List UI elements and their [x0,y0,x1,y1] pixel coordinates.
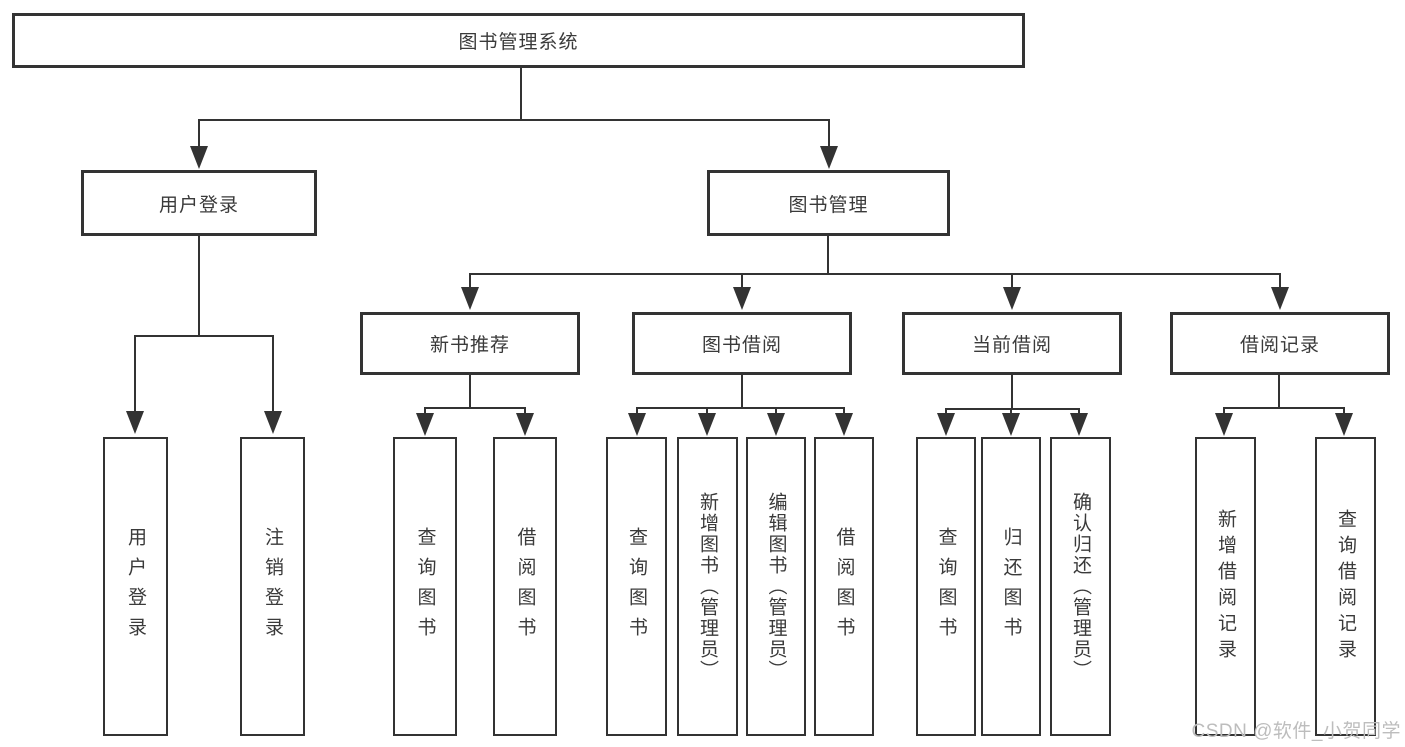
connector-bookborrow-drop-add [706,407,708,416]
arrowhead-icon [820,146,838,169]
arrowhead-icon [190,146,208,169]
connector-root-stem [520,68,522,121]
connector-userlogin-drop-logout [272,335,274,412]
arrowhead-icon [733,287,751,310]
connector-userlogin-stem [198,236,200,337]
arrowhead-icon [264,411,282,434]
arrowhead-icon [628,413,646,436]
connector-bookborrow-drop-borrow [843,407,845,416]
node-root-system: 图书管理系统 [12,13,1025,68]
leaf-current-query-book: 查询图书 [916,437,976,736]
csdn-watermark: CSDN @软件_小贺同学 [1191,721,1401,742]
leaf-record-query-borrow-record: 查询借阅记录 [1315,437,1376,736]
connector-bookborrow-drop-edit [775,407,777,416]
connector-bookmgmt-drop-borrowrecord [1279,273,1281,290]
connector-newbook-stem [469,375,471,409]
arrowhead-icon [1002,413,1020,436]
node-book-borrow: 图书借阅 [632,312,852,375]
node-new-book-recommend: 新书推荐 [360,312,580,375]
leaf-record-add-borrow-record: 新增借阅记录 [1195,437,1256,736]
leaf-logout: 注销登录 [240,437,305,736]
connector-newbook-drop-query [424,407,426,416]
connector-borrowrecord-stem [1278,375,1280,409]
connector-newbook-hbar [424,407,526,409]
arrowhead-icon [767,413,785,436]
leaf-newbook-query-book: 查询图书 [393,437,457,736]
connector-borrowrecord-drop-add [1223,407,1225,416]
connector-bookborrow-hbar [636,407,845,409]
arrowhead-icon [835,413,853,436]
connector-bookmgmt-stem [827,236,829,275]
connector-currentborrow-drop-query [945,408,947,416]
connector-currentborrow-hbar [945,408,1080,410]
connector-bookmgmt-drop-bookborrow [741,273,743,290]
node-user-login: 用户登录 [81,170,317,236]
connector-root-drop-userlogin [198,119,200,150]
arrowhead-icon [1003,287,1021,310]
arrowhead-icon [698,413,716,436]
node-borrow-record: 借阅记录 [1170,312,1390,375]
leaf-borrow-query-book: 查询图书 [606,437,667,736]
leaf-current-return-book: 归还图书 [981,437,1041,736]
arrowhead-icon [461,287,479,310]
connector-borrowrecord-hbar [1223,407,1345,409]
connector-bookmgmt-drop-currentborrow [1011,273,1013,290]
arrowhead-icon [937,413,955,436]
arrowhead-icon [126,411,144,434]
arrowhead-icon [1215,413,1233,436]
connector-currentborrow-drop-return [1010,408,1012,416]
connector-root-hbar [198,119,830,121]
connector-bookborrow-drop-query [636,407,638,416]
connector-userlogin-drop-login [134,335,136,412]
connector-currentborrow-stem [1011,375,1013,410]
leaf-borrow-add-book-admin: 新增图书（管理员） [677,437,738,736]
connector-currentborrow-drop-confirm [1078,408,1080,416]
connector-root-drop-bookmgmt [828,119,830,150]
connector-bookborrow-stem [741,375,743,409]
leaf-borrow-borrow-book: 借阅图书 [814,437,874,736]
connector-userlogin-hbar [134,335,274,337]
connector-newbook-drop-borrow [524,407,526,416]
node-current-borrow: 当前借阅 [902,312,1122,375]
node-book-management: 图书管理 [707,170,950,236]
arrowhead-icon [1070,413,1088,436]
connector-bookmgmt-drop-newbook [469,273,471,290]
connector-borrowrecord-drop-query [1343,407,1345,416]
arrowhead-icon [1271,287,1289,310]
leaf-newbook-borrow-book: 借阅图书 [493,437,557,736]
arrowhead-icon [416,413,434,436]
leaf-current-confirm-return-admin: 确认归还（管理员） [1050,437,1111,736]
arrowhead-icon [516,413,534,436]
leaf-borrow-edit-book-admin: 编辑图书（管理员） [746,437,806,736]
connector-bookmgmt-hbar [469,273,1281,275]
arrowhead-icon [1335,413,1353,436]
leaf-user-login: 用户登录 [103,437,168,736]
